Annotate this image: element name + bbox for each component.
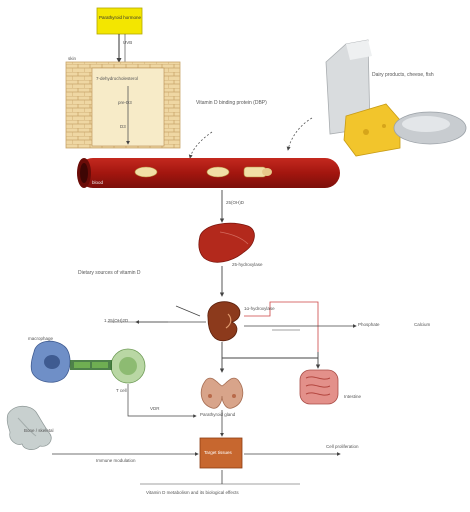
t-cell-icon bbox=[70, 349, 145, 383]
macrophage-label: macrophage bbox=[28, 336, 53, 342]
vdr-label: VDR bbox=[150, 406, 160, 412]
hormone-box-label: Parathyroid hormone bbox=[99, 15, 141, 21]
kidney-icon bbox=[208, 302, 240, 341]
tcell-label: T cell bbox=[116, 388, 127, 394]
blood-vessel bbox=[77, 158, 340, 188]
skin-box-label: 7-dehydrocholesterol bbox=[96, 76, 138, 82]
phosphate-label: Phosphate bbox=[358, 322, 380, 328]
right-bottom-label: Cell proliferation bbox=[326, 444, 359, 450]
diet-sources-label: Dietary sources of vitamin D bbox=[78, 270, 141, 276]
liver-arrow-label: 25(OH)D bbox=[226, 200, 244, 206]
liver-label: 25-hydroxylase bbox=[232, 262, 263, 268]
liver-icon bbox=[199, 223, 255, 262]
calcitriol-label: 1,25(OH)2D bbox=[104, 318, 128, 324]
bottom-caption: Vitamin D metabolism and its biological … bbox=[146, 490, 239, 496]
intestine-label: Intestine bbox=[344, 394, 361, 400]
macrophage-icon bbox=[31, 341, 70, 382]
foods-label: Dairy products, cheese, fish bbox=[372, 72, 434, 78]
blood-label: blood bbox=[92, 180, 103, 186]
uvb-label: UVB bbox=[123, 40, 132, 46]
skin-side-label: skin bbox=[68, 56, 76, 62]
thyroid-icon bbox=[201, 378, 243, 408]
left-bottom-label: Immune modulation bbox=[96, 458, 136, 464]
skin-step2-label: D3 bbox=[120, 124, 126, 130]
vessel-note-label: Vitamin D binding protein (DBP) bbox=[196, 100, 267, 106]
bone-label: Bone / skeletal bbox=[24, 428, 54, 434]
parathyroid-label: Parathyroid gland bbox=[200, 412, 235, 418]
target-box-label: Target tissues bbox=[204, 450, 232, 456]
skin-step1-label: pre-D3 bbox=[118, 100, 132, 106]
kidney-label: 1α-hydroxylase bbox=[244, 306, 275, 312]
intestine-icon bbox=[300, 370, 338, 404]
food-icon bbox=[326, 40, 466, 156]
calcium-label: Calcium bbox=[414, 322, 430, 328]
